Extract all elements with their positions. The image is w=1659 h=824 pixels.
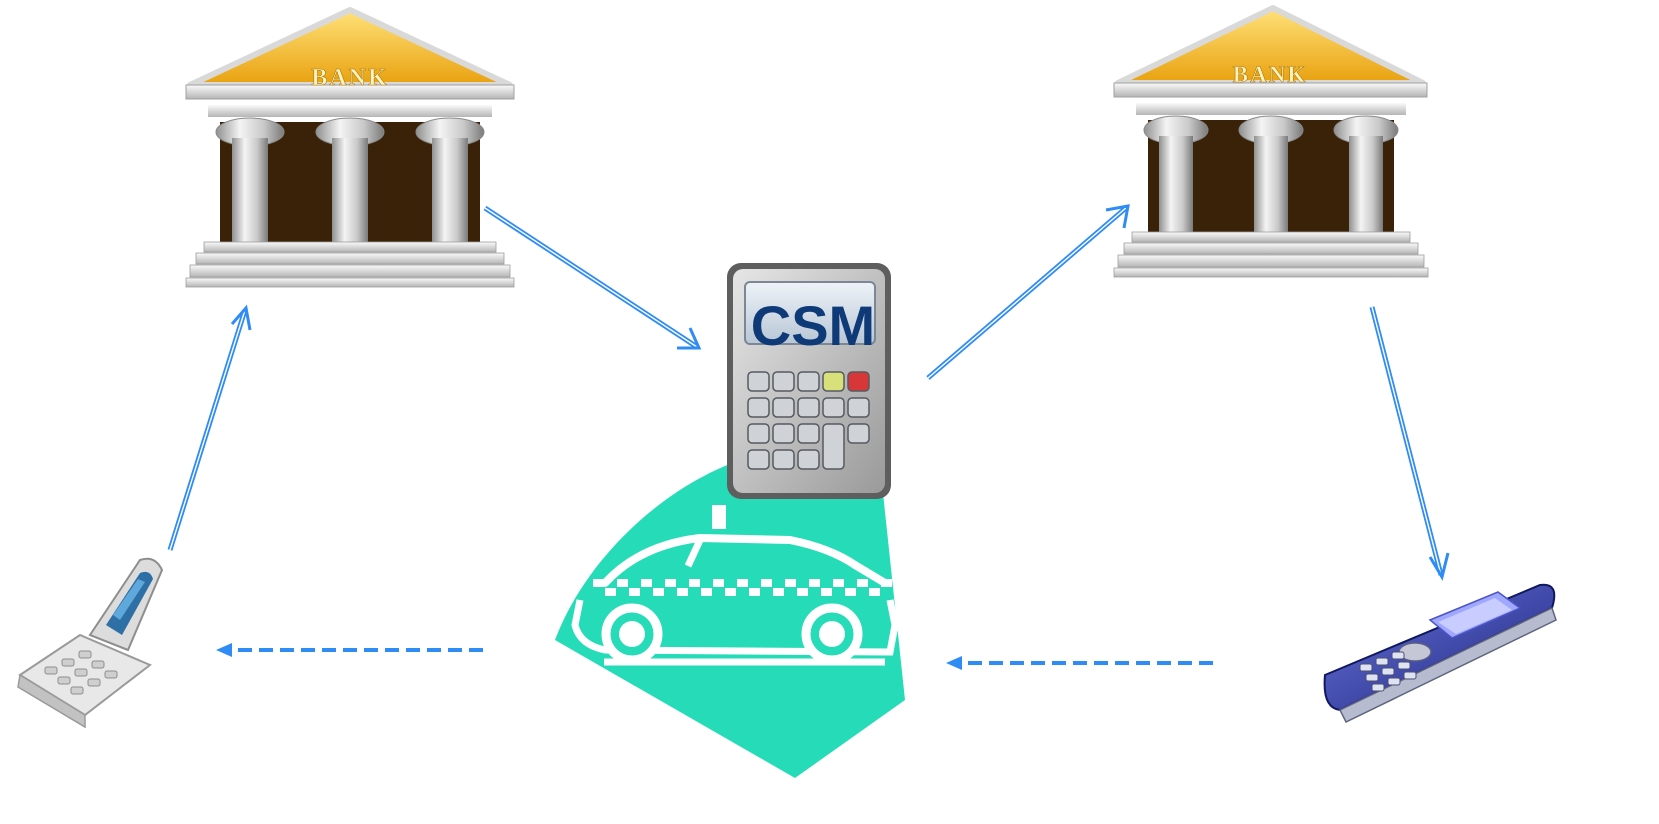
flip-phone-icon: [17, 557, 164, 729]
mobile-phone-icon: [1323, 583, 1557, 723]
calculator-key: [847, 423, 870, 444]
calculator-key: [797, 423, 820, 444]
dashed-arrow-right-phone-to-taxi: [946, 656, 1213, 670]
calculator-key: [747, 397, 770, 418]
calculator-key: [772, 423, 795, 444]
calculator-key: [822, 423, 845, 470]
arrow-left-bank-to-csm: [483, 205, 702, 350]
calculator-key: [847, 371, 870, 392]
calculator-key: [772, 371, 795, 392]
calculator-key: [797, 397, 820, 418]
calculator-key: [747, 423, 770, 444]
arrow-right-bank-to-phone: [1369, 306, 1450, 581]
taxi-car-icon: [555, 462, 905, 778]
right-bank-label: BANK: [1233, 62, 1307, 87]
calculator-key: [847, 397, 870, 418]
csm-label: CSM: [751, 294, 875, 357]
left-bank-icon: BANK: [185, 7, 515, 288]
right-bank-icon: BANK: [1113, 5, 1429, 278]
left-bank-label: BANK: [311, 65, 388, 91]
calculator-key: [797, 449, 820, 470]
calculator-key: [822, 397, 845, 418]
calculator-key: [822, 371, 845, 392]
calculator-key: [772, 449, 795, 470]
arrow-phone-to-left-bank: [167, 304, 252, 551]
calculator-key: [747, 449, 770, 470]
calculator-key: [747, 371, 770, 392]
csm-calculator-icon: CSM: [727, 263, 891, 499]
calculator-key: [772, 397, 795, 418]
checker-stripe: [593, 579, 892, 596]
arrow-csm-to-right-bank: [926, 204, 1130, 380]
calculator-key: [797, 371, 820, 392]
dashed-arrow-taxi-to-left-phone: [216, 643, 483, 657]
calculator-keypad: [747, 371, 870, 470]
